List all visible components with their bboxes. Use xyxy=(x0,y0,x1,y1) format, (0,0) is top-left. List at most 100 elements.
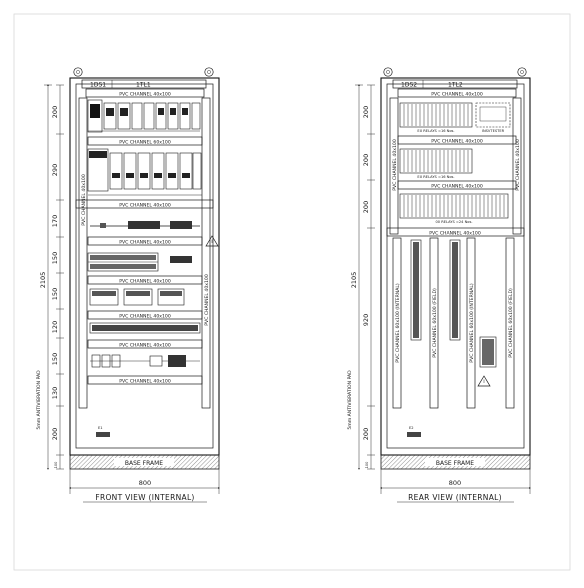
terminal-rail xyxy=(90,221,200,229)
fuse-terminal-row xyxy=(89,322,201,334)
front-terminal-label: E1 xyxy=(98,426,103,430)
pvc-channel-right xyxy=(512,97,522,235)
lifting-eye-icon xyxy=(383,67,393,77)
front-segment-dim: 150 xyxy=(51,353,59,365)
relay-bank: EX RELAYS =16 Nos. xyxy=(399,148,473,179)
terminal-block-group xyxy=(87,252,192,272)
vertical-channel-group: PVC CHANNEL 60x100 (INTERNAL) PVC CHANNE… xyxy=(392,237,515,409)
warning-triangle-icon xyxy=(205,235,219,247)
rear-channel-mid-label-2: PVC CHANNEL 40x100 xyxy=(431,183,483,189)
pvc-channel-top xyxy=(85,88,205,98)
breaker-group xyxy=(87,99,201,133)
rear-channel-top-label: PVC CHANNEL 40x100 xyxy=(431,91,483,97)
rear-channel-v3-label: PVC CHANNEL 60x100 (INTERNAL) xyxy=(469,283,475,363)
rear-channel-v1-label: PVC CHANNEL 60x100 (INTERNAL) xyxy=(395,283,401,363)
rear-height-dimension: 2105 xyxy=(350,272,358,289)
front-channel-row-label-5: PVC CHANNEL 40x100 xyxy=(119,342,171,348)
rear-relays-label-3: 00 RELAYS =24 Nos. xyxy=(436,220,473,224)
rear-channel-mid-label-3: PVC CHANNEL 40x100 xyxy=(429,230,481,236)
lifting-eye-icon xyxy=(73,67,83,77)
rear-tag-left: 1DS2 xyxy=(401,82,417,89)
rear-channel-left-label: PVC CHANNEL 40x100 xyxy=(392,139,398,191)
pvc-channel-row xyxy=(397,135,517,145)
relay-bank: EX RELAYS =16 Nos. INSVTESTER xyxy=(399,102,511,133)
front-segment-dim: 120 xyxy=(51,321,59,333)
pvc-channel-left xyxy=(78,97,88,409)
rear-tag-right: 1TL2 xyxy=(448,82,463,89)
front-segment-dim: 150 xyxy=(51,252,59,264)
rear-view-title: REAR VIEW (INTERNAL) xyxy=(408,493,502,502)
front-segment-dim: 200 xyxy=(51,428,59,440)
front-base-dim: 100 xyxy=(54,461,58,469)
front-channel-mcb-label: PVC CHANNEL 60x100 xyxy=(119,139,171,145)
relay-bank: 00 RELAYS =24 Nos. xyxy=(399,193,509,224)
pvc-channel-row xyxy=(397,180,517,190)
pvc-channel-left xyxy=(389,97,399,235)
rear-channel-v2-label: PVC CHANNEL 60x100 (FIELD) xyxy=(432,288,438,358)
rear-base-dim: 100 xyxy=(365,461,369,469)
front-channel-row-label-4: PVC CHANNEL 40x100 xyxy=(119,313,171,319)
front-segment-dim: 290 xyxy=(51,164,59,176)
rear-segment-dim: 920 xyxy=(362,314,370,326)
rear-channel-mid-label-1: PVC CHANNEL 40x100 xyxy=(431,138,483,144)
earth-terminal xyxy=(407,432,421,437)
sheet-border xyxy=(13,13,571,571)
front-channel-row-label-3: PVC CHANNEL 40x100 xyxy=(119,278,171,284)
front-pad-label: 5mm ANTIVIBRATION PAD xyxy=(36,370,42,430)
rear-pad-label: 5mm ANTIVIBRATION PAD xyxy=(347,370,353,430)
front-view: 1DS1 1TL1 PVC CHANNEL 40x100 PVC CHANNEL… xyxy=(36,67,220,503)
rear-channel-v4-label: PVC CHANNEL 60x100 (FIELD) xyxy=(508,288,514,358)
front-segment-dim: 170 xyxy=(51,215,59,227)
front-segment-dim: 130 xyxy=(51,387,59,399)
front-channel-right-label: PVC CHANNEL 40x100 xyxy=(204,274,210,326)
tag-strip xyxy=(392,79,518,89)
pvc-channel-row xyxy=(87,310,203,320)
pvc-channel-right xyxy=(201,97,211,409)
pvc-channel-row xyxy=(87,375,203,385)
front-base-label: BASE FRAME xyxy=(125,460,163,467)
rear-base-label: BASE FRAME xyxy=(436,460,474,467)
lifting-eye-icon xyxy=(517,67,527,77)
front-segment-dim: 200 xyxy=(51,106,59,118)
front-channel-row-label-6: PVC CHANNEL 40x100 xyxy=(119,378,171,384)
front-tag-left: 1DS1 xyxy=(90,82,106,89)
front-tag-right: 1TL1 xyxy=(136,82,151,89)
rear-segment-dimensions: 200 200 200 920 200 100 xyxy=(362,84,375,470)
rear-view: 1DS2 1TL2 PVC CHANNEL 40x100 PVC CHANNEL… xyxy=(347,67,531,503)
front-channel-row-label-1: PVC CHANNEL 40x100 xyxy=(119,202,171,208)
front-channel-top-label: PVC CHANNEL 40x100 xyxy=(119,91,171,97)
pvc-channel-row xyxy=(87,275,203,285)
rear-tester-label: INSVTESTER xyxy=(482,129,505,133)
rear-segment-dim: 200 xyxy=(362,201,370,213)
front-view-title: FRONT VIEW (INTERNAL) xyxy=(95,493,194,502)
vertical-terminal-strip xyxy=(410,239,497,368)
front-width-dimension: 800 xyxy=(139,479,151,487)
pvc-channel-row xyxy=(87,236,203,246)
rear-channel-right-label: PVC CHANNEL 40x100 xyxy=(515,139,521,191)
pvc-channel-top xyxy=(397,88,517,98)
tag-strip xyxy=(81,79,207,89)
earth-terminal xyxy=(96,432,110,437)
rear-relays-label-2: EX RELAYS =16 Nos. xyxy=(417,175,454,179)
pvc-channel-row xyxy=(87,339,203,349)
lifting-eye-icon xyxy=(204,67,214,77)
rear-terminal-label: E2 xyxy=(409,426,414,430)
pvc-channel-mcb xyxy=(87,136,203,146)
relay-module-row xyxy=(87,148,202,196)
cabinet-inner-frame xyxy=(386,83,525,449)
pvc-channel-row xyxy=(386,227,525,237)
warning-triangle-icon xyxy=(477,375,491,387)
front-channel-row-label-2: PVC CHANNEL 40x100 xyxy=(119,239,171,245)
front-segment-dim: 150 xyxy=(51,288,59,300)
bottom-device-row xyxy=(90,354,200,368)
front-segment-dimensions: 200 290 170 150 150 120 150 130 200 100 xyxy=(51,84,64,470)
front-height-dimension: 2105 xyxy=(39,272,47,289)
terminal-block-group xyxy=(89,288,185,306)
rear-width-dimension: 800 xyxy=(449,479,461,487)
rear-segment-dim: 200 xyxy=(362,106,370,118)
pvc-channel-row xyxy=(75,199,214,209)
rear-segment-dim: 200 xyxy=(362,428,370,440)
rear-segment-dim: 200 xyxy=(362,154,370,166)
rear-relays-label-1: EX RELAYS =16 Nos. xyxy=(417,129,454,133)
